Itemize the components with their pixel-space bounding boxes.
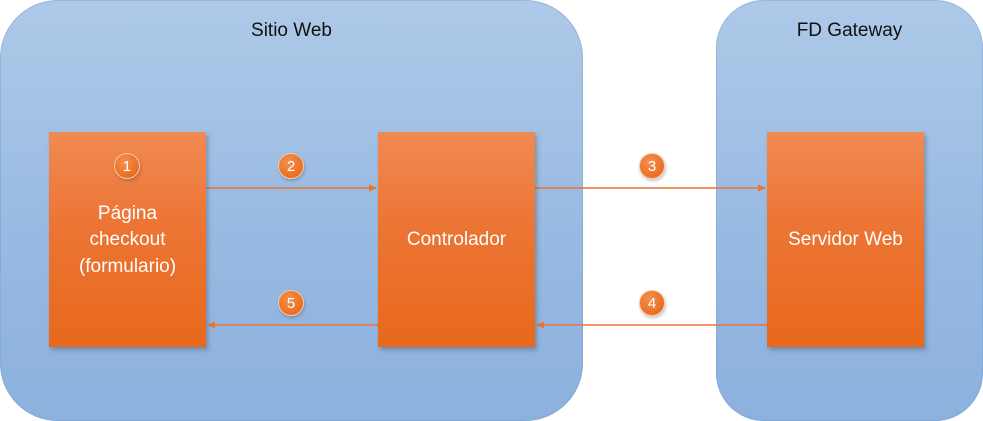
controlador-label: Controlador [406,229,507,251]
checkout-page-label: Página checkout (formulario) [78,203,177,277]
sitio-web-title: Sitio Web [251,20,332,41]
step-5-badge: 5 [278,290,304,316]
step-4-badge: 4 [639,290,665,316]
fd-gateway-title: FD Gateway [796,20,903,41]
controlador-box: Controlador [378,132,535,347]
servidor-web-label: Servidor Web [788,229,903,251]
step-1-badge: 1 [114,153,140,179]
servidor-web-box: Servidor Web [767,132,924,347]
step-3-badge: 3 [639,153,665,179]
step-2-badge: 2 [278,153,304,179]
